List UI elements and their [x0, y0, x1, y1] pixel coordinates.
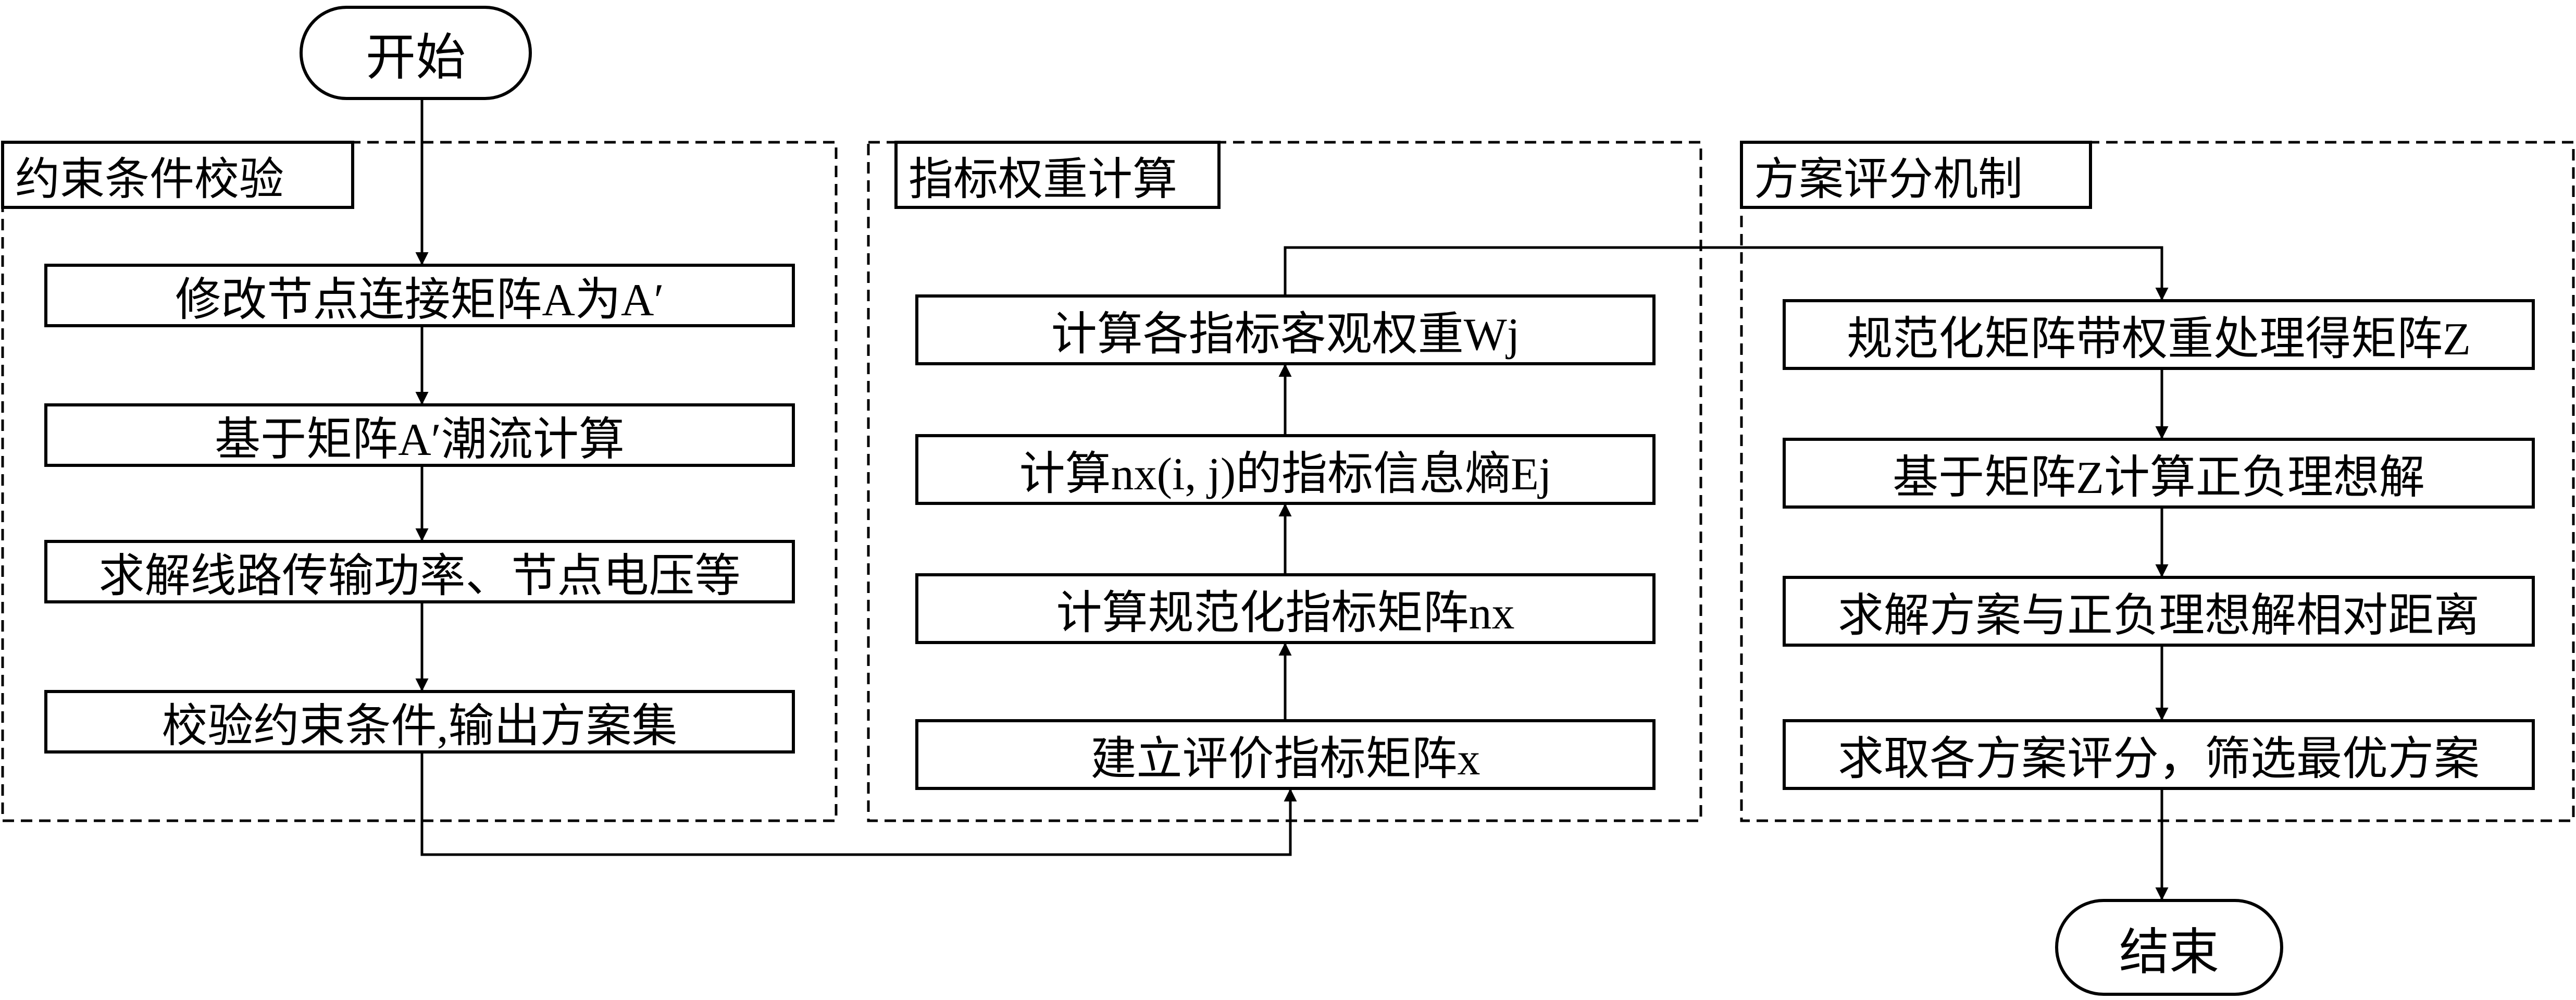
step-box-2-4 [915, 719, 1656, 790]
panel-constraint-title-box [1, 141, 354, 209]
panel-scoring-title-box [1740, 141, 2092, 209]
step-box-1-1 [44, 264, 795, 327]
panel-weight-title-box [894, 141, 1221, 209]
step-label-3-3: 求解方案与正负理想解相对距离 [1837, 590, 2480, 641]
step-label-3-4: 求取各方案评分，筛选最优方案 [1837, 734, 2480, 785]
step-box-3-1 [1783, 299, 2535, 370]
step-box-1-4 [44, 690, 795, 754]
step-box-3-2 [1783, 438, 2535, 509]
step-box-1-3 [44, 540, 795, 603]
step-label-2-1: 计算各指标客观权重Wj [1051, 309, 1520, 360]
step-box-2-3 [915, 573, 1656, 644]
arrow-panel-2-to-panel-3 [1284, 246, 2169, 301]
panel-weight-title: 指标权重计算 [909, 154, 1177, 204]
step-label-2-2: 计算nx(i, j)的指标信息熵Ej [1019, 449, 1552, 500]
step-box-3-3 [1783, 576, 2535, 647]
step-label-1-3: 求解线路传输功率、节点电压等 [98, 551, 741, 602]
step-label-2-3: 计算规范化指标矩阵nx [1056, 588, 1515, 639]
step-box-1-2 [44, 403, 795, 467]
start-label: 开始 [366, 30, 466, 85]
arrow-panel-1-to-panel-2 [420, 752, 1297, 856]
panel-scoring-frame [1740, 141, 2575, 822]
panel-constraint-title: 约束条件校验 [15, 154, 284, 204]
step-box-3-4 [1783, 719, 2535, 790]
end-terminal-shape [2055, 899, 2283, 996]
panel-weight-frame [867, 141, 1702, 822]
panel-scoring-title: 方案评分机制 [1754, 154, 2023, 204]
step-label-1-4: 校验约束条件,输出方案集 [161, 701, 678, 752]
step-label-3-1: 规范化矩阵带权重处理得矩阵Z [1847, 314, 2471, 365]
step-box-2-1 [915, 294, 1656, 365]
step-label-2-4: 建立评价指标矩阵x [1090, 734, 1480, 785]
start-terminal-shape [300, 6, 532, 100]
step-label-1-1: 修改节点连接矩阵A为A′ [175, 275, 664, 326]
step-label-3-2: 基于矩阵Z计算正负理想解 [1893, 452, 2425, 503]
step-label-1-2: 基于矩阵A′潮流计算 [215, 414, 625, 465]
panel-constraint-frame [1, 141, 838, 822]
end-label: 结束 [2119, 924, 2219, 980]
